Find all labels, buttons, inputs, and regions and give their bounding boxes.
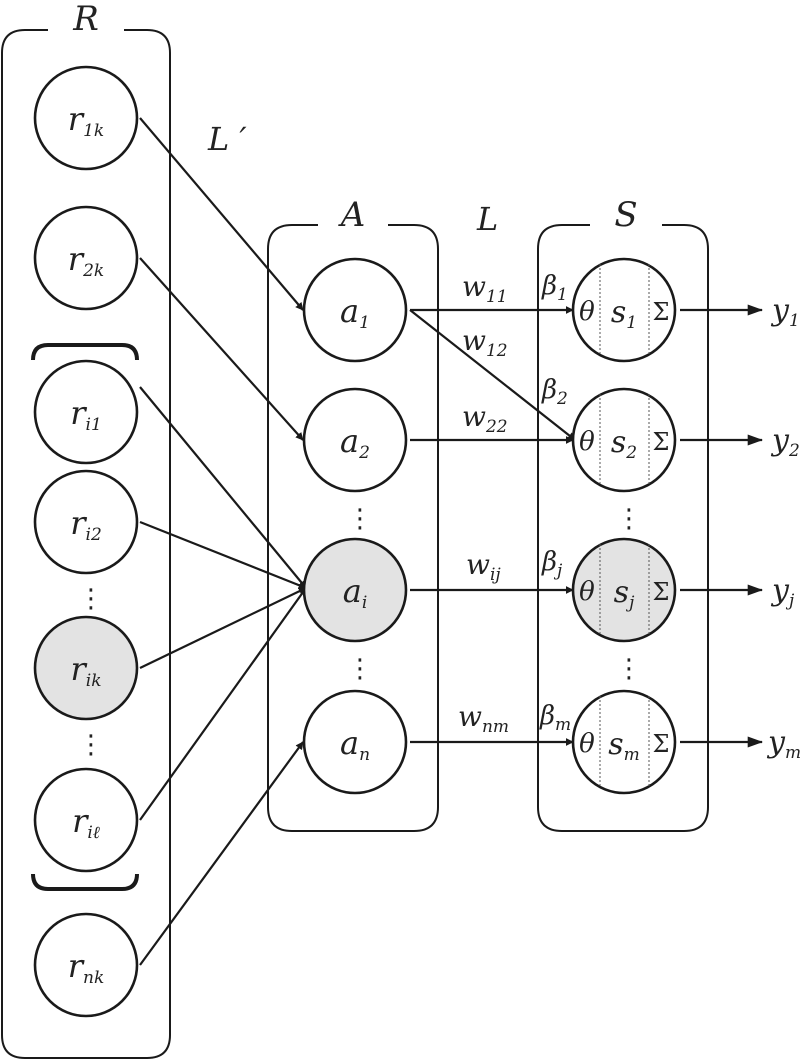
group-a-label: A [338,195,366,235]
svg-text:ai: ai [343,572,368,613]
bracket-bottom [31,873,139,891]
s-ellipsis-2: ⋮ [616,654,642,684]
svg-text:sm: sm [608,727,640,765]
group-r-label: R [72,0,99,39]
weight-label-w11: w11 [462,270,508,307]
beta-label-j: βj [541,547,563,581]
bracket-top [31,343,139,361]
output-label-ym: ym [766,725,801,763]
group-s-box [537,224,709,832]
a-node-n: an [302,689,408,795]
beta-label-1: β1 [541,271,568,305]
svg-text:ri1: ri1 [70,394,102,435]
edges-r-to-a [139,117,307,966]
r-ellipsis-1: ⋮ [78,584,104,614]
s-node-j: θ sj Σ [571,537,677,643]
sigma-symbol: Σ [653,730,670,758]
weight-label-w12: w12 [462,324,508,361]
sigma-symbol: Σ [653,428,670,456]
svg-text:ri2: ri2 [70,504,102,545]
beta-label-m: βm [539,701,571,735]
r-node-2k: r2k [33,205,139,311]
output-label-y2: y2 [770,423,800,461]
weight-label-w22: w22 [462,400,508,437]
sigma-symbol: Σ [653,578,670,606]
edges-a-to-s [409,306,576,746]
theta-symbol: θ [579,577,595,607]
svg-text:a1: a1 [340,292,370,333]
a-ellipsis-1: ⋮ [347,504,373,534]
theta-symbol: θ [579,427,595,457]
svg-text:a2: a2 [340,422,370,463]
svg-text:riℓ: riℓ [72,802,100,843]
s-ellipsis-1: ⋮ [616,504,642,534]
group-r-box [1,29,171,1059]
a-ellipsis-2: ⋮ [347,654,373,684]
layer-l-prime-label: L ′ [207,120,247,158]
svg-text:an: an [340,724,370,765]
r-node-i2: ri2 [33,469,139,575]
group-a-box [267,224,439,832]
group-s-label: S [614,195,637,235]
r-ellipsis-2: ⋮ [78,730,104,760]
r-node-ik: rik [33,615,139,721]
r-node-1k: r1k [33,65,139,171]
output-label-y1: y1 [770,293,800,331]
weight-label-wnm: wnm [458,700,509,737]
a-node-2: a2 [302,387,408,493]
weight-label-wij: wij [466,548,501,585]
sigma-symbol: Σ [653,298,670,326]
a-node-1: a1 [302,257,408,363]
a-node-i: ai [302,537,408,643]
beta-label-2: β2 [541,375,568,409]
theta-symbol: θ [579,729,595,759]
theta-symbol: θ [579,297,595,327]
svg-text:r2k: r2k [68,240,104,281]
s-node-2: θ s2 Σ [571,387,677,493]
svg-text:sj: sj [614,575,635,613]
r-node-nk: rnk [33,912,139,1018]
svg-text:r1k: r1k [68,100,104,141]
r-node-i1: ri1 [33,359,139,465]
svg-text:rnk: rnk [68,947,105,988]
s-node-1: θ s1 Σ [571,257,677,363]
layer-l-label: L [476,200,498,238]
svg-text:rik: rik [70,650,101,691]
output-label-yj: yj [770,573,795,611]
svg-text:s1: s1 [611,295,637,333]
s-node-m: θ sm Σ [571,689,677,795]
svg-text:s2: s2 [611,425,637,463]
edges-s-to-y [680,304,764,748]
r-node-il: riℓ [33,767,139,873]
